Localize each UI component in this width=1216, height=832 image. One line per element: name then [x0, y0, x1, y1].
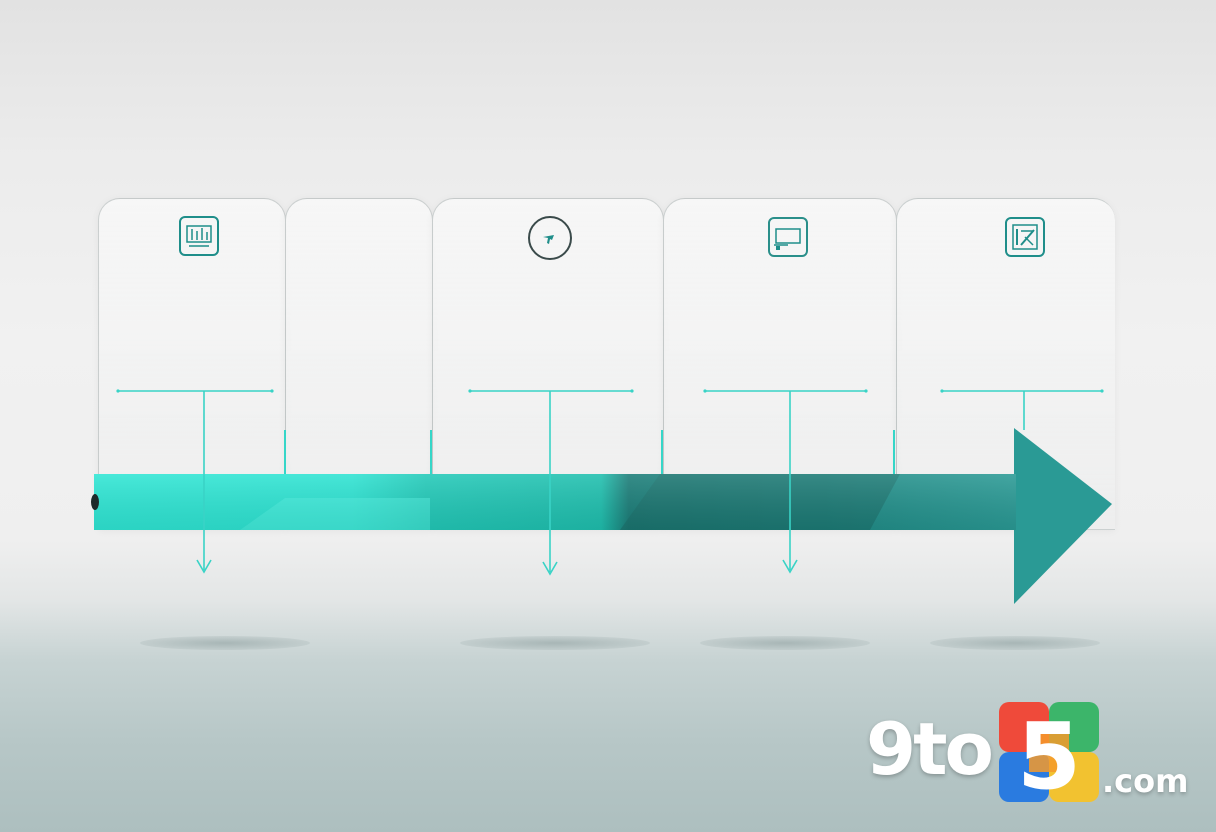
chart-icon — [179, 216, 219, 256]
connector-arrowhead — [542, 561, 558, 576]
connector-arrowhead — [782, 559, 798, 574]
watermark-five-icon: 5 — [999, 702, 1099, 802]
connector-lines — [118, 390, 1102, 576]
arrow-tail-cap — [91, 494, 99, 510]
card-shadow — [700, 636, 870, 650]
card-divider — [893, 430, 895, 474]
watermark-brand-text: 9to — [866, 707, 994, 791]
monitor-icon — [768, 217, 808, 257]
compass-icon — [528, 216, 572, 260]
connector-arrowhead — [196, 559, 212, 574]
watermark-logo: 9to 5 .com — [866, 700, 1196, 810]
watermark-five-digit: 5 — [1017, 703, 1081, 802]
card-shadow — [460, 636, 650, 650]
card-shadow — [140, 636, 310, 650]
tools-icon — [1005, 217, 1045, 257]
card-shadow — [930, 636, 1100, 650]
watermark-domain-suffix: .com — [1102, 762, 1189, 800]
arrow-head — [1014, 428, 1112, 604]
card-divider — [284, 430, 286, 474]
card-divider — [430, 430, 432, 474]
card-divider — [661, 430, 663, 474]
